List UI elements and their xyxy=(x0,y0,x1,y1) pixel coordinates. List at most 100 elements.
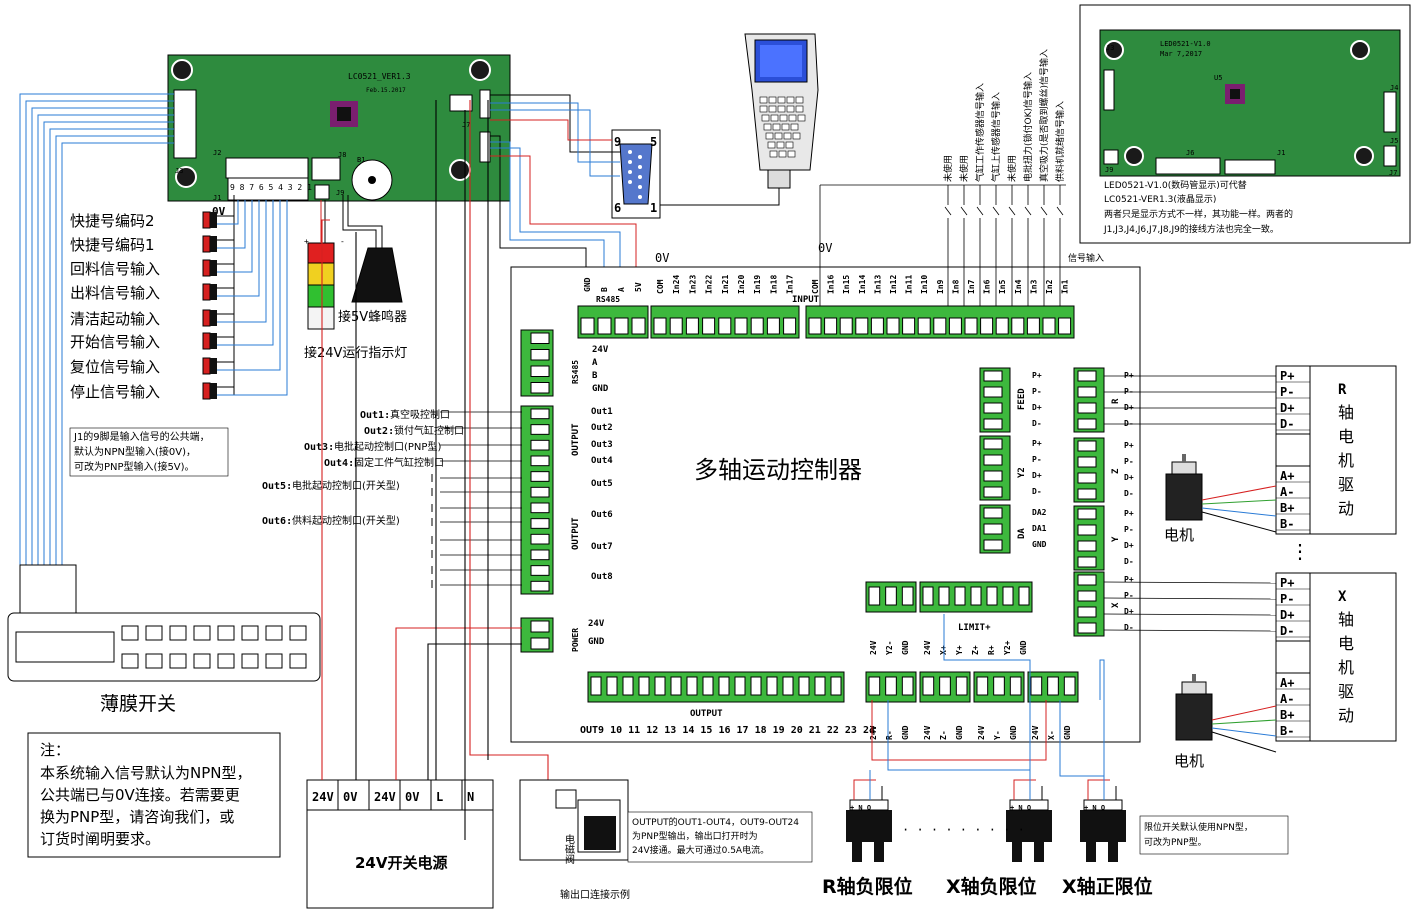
terminal-slot xyxy=(1077,402,1097,414)
j1-note-1: J1的9脚是输入信号的公共端， xyxy=(73,430,210,443)
terminal-slot xyxy=(590,676,602,696)
terminal-slot xyxy=(1026,317,1040,335)
driver-pin: A+ xyxy=(1280,469,1294,483)
terminal-slot xyxy=(938,586,950,606)
driver-pin: B- xyxy=(1280,517,1294,531)
terminal-slot xyxy=(868,586,881,606)
input-signal-label: 未使用 xyxy=(958,155,970,182)
input-switch-row: 清洁起动输入 xyxy=(70,200,267,328)
driver-text: 驱 xyxy=(1338,682,1354,701)
driver-pin: B- xyxy=(1280,724,1294,738)
switch-black-icon xyxy=(210,212,217,228)
pin-label: GND xyxy=(955,725,964,740)
limit-note-box xyxy=(1139,815,1289,855)
output-side-terminal[interactable] xyxy=(520,405,554,595)
pin-label: DA1 xyxy=(1032,524,1047,533)
terminal-slot xyxy=(983,507,1003,519)
rs485-side-pin: B xyxy=(592,371,598,381)
driver-title: R xyxy=(1338,382,1347,398)
pin-label: 24V xyxy=(869,725,878,740)
driver-pin: A- xyxy=(1280,692,1294,706)
terminal-slot xyxy=(983,418,1003,430)
input-label: 快捷号编码2 xyxy=(70,212,155,230)
x-pos-limit-label: X轴正限位 xyxy=(1062,875,1153,898)
terminal-slot xyxy=(1047,676,1059,696)
note-line-1: 本系统输入信号默认为NPN型， xyxy=(40,764,252,782)
pin-label: D- xyxy=(1032,419,1042,428)
out-tag: Out2: xyxy=(364,426,394,437)
pin-label: X- xyxy=(1047,730,1056,740)
driver-pin: D+ xyxy=(1280,401,1294,415)
switch-red-icon xyxy=(202,283,211,301)
terminal-slot xyxy=(993,676,1005,696)
main-board-label: LC0521_VER1.3 xyxy=(348,72,411,81)
r-axis-terminal-label: R xyxy=(1111,398,1121,404)
terminal-slot xyxy=(702,676,714,696)
input-pin-label: In22 xyxy=(705,275,714,294)
rs485-pin-label: A xyxy=(617,287,626,292)
signal-wire xyxy=(217,200,267,323)
valve-label: 电磁阀 xyxy=(563,833,575,865)
terminal-slot xyxy=(983,539,1003,551)
terminal-slot xyxy=(614,317,629,335)
input-switch-row: 停止信号输入 xyxy=(70,200,288,401)
out-pin-label: Out6 xyxy=(591,510,613,520)
driver-pin: B+ xyxy=(1280,708,1294,722)
terminal-slot xyxy=(638,676,650,696)
driver-text: 动 xyxy=(1338,706,1354,725)
out-desc: 电批起动控制口(开关型) xyxy=(292,479,400,492)
pin-label: P- xyxy=(1124,525,1134,534)
switch-black-icon xyxy=(210,236,217,252)
pin-label: GND xyxy=(1063,725,1072,740)
terminal-slot xyxy=(580,317,595,335)
input-switch-row: 快捷号编码2 xyxy=(70,200,239,230)
pin-label: Z- xyxy=(939,730,948,740)
driver-text: 机 xyxy=(1338,451,1354,470)
terminal-slot xyxy=(1077,590,1097,602)
input-switch-icon xyxy=(1040,185,1048,306)
stack-light: + - xyxy=(304,200,345,330)
led-board-label: LED0521-V1.0 xyxy=(1160,40,1211,48)
x-neg-limit-label: X轴负限位 xyxy=(946,875,1037,898)
pin-label: D+ xyxy=(1124,541,1134,550)
led-j5: J5 xyxy=(1390,137,1398,145)
input-pin-label: In21 xyxy=(721,275,730,294)
terminal-slot xyxy=(1077,418,1097,430)
out-label-row: Out2:锁付气缸控制口 xyxy=(364,424,464,437)
input-pin-label: In14 xyxy=(858,275,867,294)
terminal-slot xyxy=(750,317,764,335)
led-note-3: 两者只是显示方式不一样，其功能一样。两者的 xyxy=(1104,208,1293,220)
terminal-slot xyxy=(530,382,550,394)
rs485-side-label: RS485 xyxy=(571,360,580,384)
input-pin-label: In8 xyxy=(951,279,960,294)
input-pin-label: In2 xyxy=(1045,279,1054,294)
terminal-slot xyxy=(1063,676,1076,696)
terminal-slot xyxy=(686,676,698,696)
pin-label: 24V xyxy=(977,725,986,740)
input-pin-label: In19 xyxy=(753,275,762,294)
terminal-slot xyxy=(808,317,822,335)
input-switch-row: 快捷号编码1 xyxy=(70,200,246,254)
terminal-slot xyxy=(782,676,794,696)
ps-terminal-label: N xyxy=(467,790,474,804)
out-pin-label: Out4 xyxy=(591,456,613,466)
terminal-slot xyxy=(902,317,916,335)
x-motor-icon: 电机 xyxy=(1174,674,1277,770)
y2-terminal-label: Y2 xyxy=(1017,467,1027,478)
terminal-slot xyxy=(870,317,884,335)
valve-note-box xyxy=(627,811,813,863)
terminal-slot xyxy=(814,676,826,696)
light-plus-icon: + xyxy=(304,237,309,246)
input-label: 回料信号输入 xyxy=(70,260,160,278)
driver-pin: P- xyxy=(1280,592,1294,606)
pin-label: 24V xyxy=(923,725,932,740)
terminal-slot xyxy=(1077,488,1097,500)
terminal-slot xyxy=(948,317,962,335)
terminal-slot xyxy=(670,676,682,696)
switch-red-icon xyxy=(202,309,211,327)
terminal-slot xyxy=(901,586,914,606)
buzzer-icon xyxy=(342,195,403,303)
terminal-slot xyxy=(734,676,746,696)
